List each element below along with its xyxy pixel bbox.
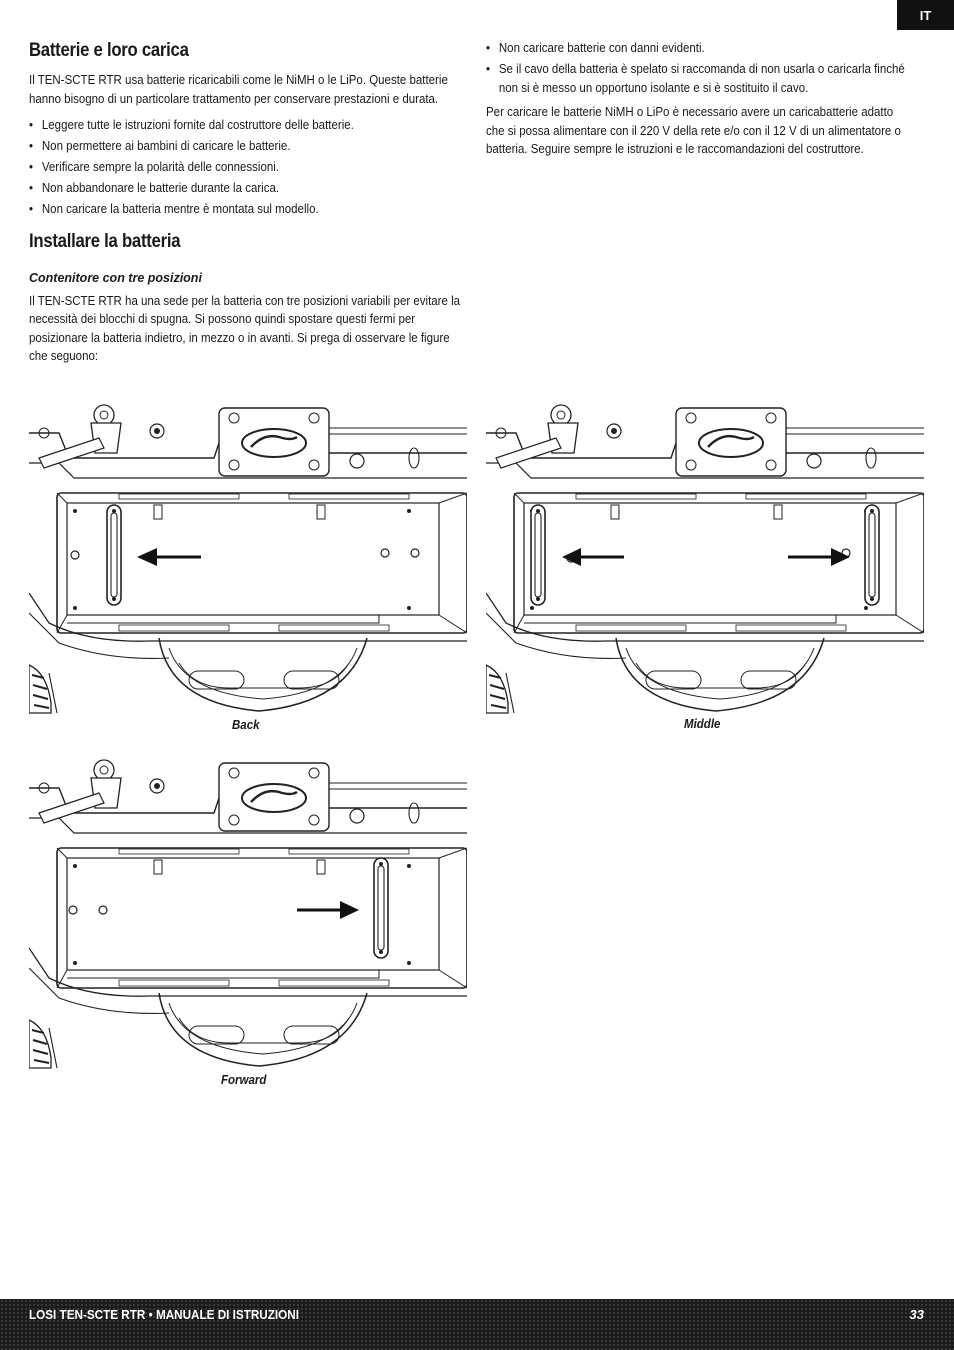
language-tab: IT [897, 0, 954, 30]
install-column: Contenitore con tre posizioni Il TEN-SCT… [29, 269, 469, 374]
arrow-right-icon [788, 548, 850, 566]
chassis-diagram-forward [29, 758, 467, 1070]
arrow-left-icon [137, 548, 201, 566]
list-item: Verificare sempre la polarità delle conn… [29, 158, 479, 177]
chassis-diagram-back [29, 403, 467, 715]
batteries-bullet-list: Leggere tutte le istruzioni fornite dal … [29, 116, 469, 219]
arrow-left-icon [562, 548, 624, 566]
install-subtitle: Contenitore con tre posizioni [29, 271, 202, 285]
list-item: Non caricare la batteria mentre è montat… [29, 200, 479, 219]
figure-forward [29, 758, 467, 1070]
arrow-right-icon [297, 901, 359, 919]
left-column-batteries: Il TEN-SCTE RTR usa batterie ricaricabil… [29, 71, 469, 225]
list-item: Leggere tutte le istruzioni fornite dal … [29, 116, 479, 135]
section-title-batteries: Batterie e loro carica [29, 40, 189, 61]
page-footer: LOSI TEN-SCTE RTR • MANUALE DI ISTRUZION… [0, 1299, 954, 1350]
figure-back [29, 403, 467, 715]
list-item: Non abbandonare le batterie durante la c… [29, 179, 479, 198]
list-item: Non caricare batterie con danni evidenti… [486, 39, 926, 58]
caption-middle: Middle [684, 717, 721, 731]
caption-forward: Forward [221, 1073, 267, 1087]
figure-middle [486, 403, 924, 715]
list-item: Non permettere ai bambini di caricare le… [29, 137, 479, 156]
page-number: 33 [909, 1307, 924, 1322]
batteries-bullet-list-right: Non caricare batterie con danni evidenti… [486, 39, 916, 97]
footer-title: LOSI TEN-SCTE RTR • MANUALE DI ISTRUZION… [29, 1307, 299, 1322]
right-column-batteries: Non caricare batterie con danni evidenti… [486, 39, 916, 167]
batteries-intro: Il TEN-SCTE RTR usa batterie ricaricabil… [29, 73, 448, 106]
chassis-diagram-middle [486, 403, 924, 715]
caption-back: Back [232, 718, 260, 732]
section-title-install: Installare la batteria [29, 231, 181, 252]
list-item: Se il cavo della batteria è spelato si r… [486, 60, 926, 97]
charger-paragraph: Per caricare le batterie NiMH o LiPo è n… [486, 105, 901, 156]
install-body: Il TEN-SCTE RTR ha una sede per la batte… [29, 293, 461, 364]
